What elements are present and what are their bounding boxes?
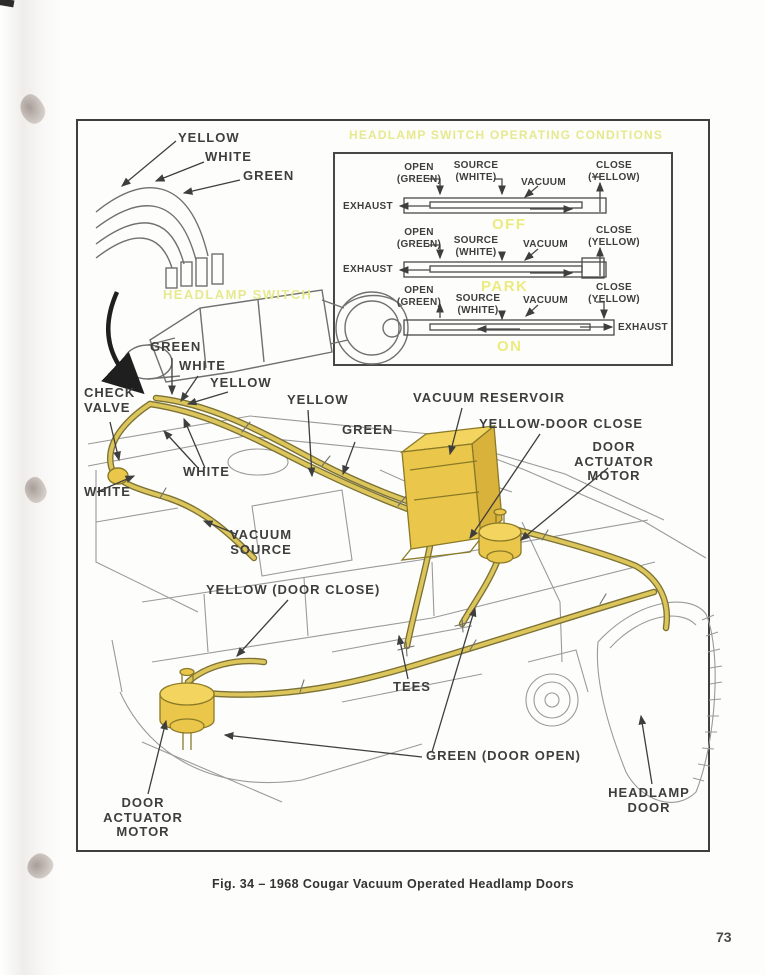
leader-arrows — [96, 140, 653, 795]
switch-conditions-inset-box — [333, 152, 673, 366]
label-yellow-door-close: YELLOW-DOOR CLOSE — [479, 416, 644, 431]
door-actuator-left-part — [159, 667, 215, 750]
inset-on-source-label: SOURCE (WHITE) — [455, 293, 501, 316]
label-tees: TEES — [393, 679, 431, 694]
label-check-valve: CHECK VALVE — [84, 385, 136, 415]
inset-off-open-label: OPEN (GREEN) — [396, 162, 442, 185]
inset-off-close-label: CLOSE (YELLOW) — [588, 160, 640, 183]
inset-off-vacuum-label: VACUUM — [521, 177, 566, 188]
headlamp-switch-drawing — [95, 187, 409, 383]
tee-fitting — [397, 641, 415, 657]
label-harness-green: GREEN — [150, 339, 202, 354]
label-yellow-mid: YELLOW — [287, 392, 349, 407]
figure-frame — [76, 119, 710, 852]
label-vacuum-source: VACUUM SOURCE — [229, 527, 293, 557]
label-harness-white: WHITE — [179, 358, 226, 373]
tee-fitting — [454, 617, 471, 633]
headlamp-door-part — [596, 601, 716, 803]
inset-schematic-row-park — [398, 244, 607, 279]
figure-caption: Fig. 34 – 1968 Cougar Vacuum Operated He… — [212, 877, 574, 891]
inset-state-off: OFF — [492, 216, 527, 233]
inset-state-park: PARK — [481, 278, 529, 295]
label-white-left: WHITE — [84, 484, 131, 499]
vacuum-hoses — [106, 394, 671, 698]
inset-schematic — [398, 176, 615, 336]
label-yellow-door-close-lower: YELLOW (DOOR CLOSE) — [206, 582, 381, 597]
door-actuator-right-part — [478, 508, 522, 564]
inset-on-exhaust-label: EXHAUST — [618, 322, 668, 333]
inset-on-open-label: OPEN (GREEN) — [396, 285, 442, 308]
inset-schematic-row-on — [403, 301, 615, 336]
inset-off-source-label: SOURCE (WHITE) — [453, 160, 499, 183]
inset-on-close-label: CLOSE (YELLOW) — [588, 282, 640, 305]
label-vacuum-reservoir: VACUUM RESERVOIR — [413, 390, 566, 405]
headlamp-switch-title: HEADLAMP SWITCH — [163, 287, 313, 302]
label-green-door-open: GREEN (DOOR OPEN) — [426, 748, 581, 763]
inset-schematic-row-off — [398, 176, 607, 214]
check-valve-part — [107, 467, 129, 485]
inset-park-open-label: OPEN (GREEN) — [396, 227, 442, 250]
flow-arrow — [101, 291, 145, 395]
inset-title: HEADLAMP SWITCH OPERATING CONDITIONS — [348, 128, 664, 142]
inset-park-source-label: SOURCE (WHITE) — [453, 235, 499, 258]
inset-on-vacuum-label: VACUUM — [523, 295, 568, 306]
page-number: 73 — [716, 929, 732, 945]
label-door-actuator-right: DOOR ACTUATOR MOTOR — [574, 439, 654, 484]
inset-off-exhaust-label: EXHAUST — [343, 201, 393, 212]
label-headlamp-door: HEADLAMP DOOR — [608, 785, 690, 815]
switch-hose-label-yellow: YELLOW — [178, 130, 240, 145]
label-green-mid: GREEN — [342, 422, 394, 437]
label-harness-yellow: YELLOW — [210, 375, 272, 390]
switch-hose-label-white: WHITE — [205, 149, 252, 164]
inset-park-vacuum-label: VACUUM — [523, 239, 568, 250]
inset-park-close-label: CLOSE (YELLOW) — [588, 225, 640, 248]
inset-state-on: ON — [497, 338, 523, 355]
label-door-actuator-left: DOOR ACTUATOR MOTOR — [103, 795, 183, 840]
inset-park-exhaust-label: EXHAUST — [343, 264, 393, 275]
label-white-mid: WHITE — [183, 464, 230, 479]
switch-hose-label-green: GREEN — [243, 168, 295, 183]
